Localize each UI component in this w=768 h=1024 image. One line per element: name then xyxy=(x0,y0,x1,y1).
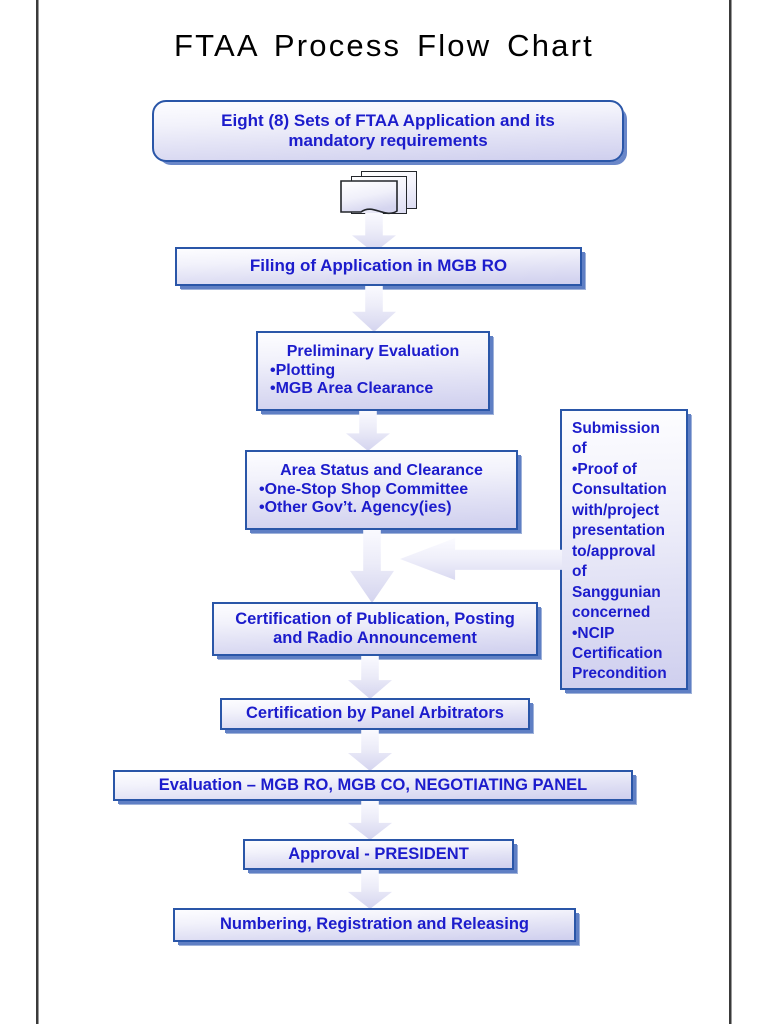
page-rule-right xyxy=(729,0,732,1024)
node-filing: Filing of Application in MGB RO xyxy=(175,247,582,286)
node-application-line2: mandatory requirements xyxy=(288,131,488,150)
submission-line: Consultation xyxy=(572,481,667,499)
arrow-down-icon-5 xyxy=(348,653,395,699)
node-numbering-line1: Numbering, Registration and Releasing xyxy=(220,915,529,934)
node-certification-panel-line1: Certification by Panel Arbitrators xyxy=(246,704,504,723)
node-area-status-clearance: Area Status and Clearance •One-Stop Shop… xyxy=(245,450,518,530)
submission-line: •NCIP xyxy=(572,624,615,642)
document-stack-icon xyxy=(339,171,417,219)
arrow-down-icon-3 xyxy=(346,408,393,451)
arrow-down-icon-7 xyxy=(348,798,395,840)
submission-line: •Proof of xyxy=(572,460,637,478)
arrow-down-icon-2 xyxy=(352,283,399,332)
node-application-line1: Eight (8) Sets of FTAA Application and i… xyxy=(221,110,555,130)
page-title: FTAA Process Flow Chart xyxy=(174,28,594,63)
submission-line: of xyxy=(572,440,587,458)
node-certification-publication: Certification of Publication, Posting an… xyxy=(212,602,538,656)
arrow-left-icon xyxy=(400,535,565,580)
node-preliminary-bullet-1: •Plotting xyxy=(270,361,336,379)
submission-line: concerned xyxy=(572,604,651,622)
node-preliminary-heading: Preliminary Evaluation xyxy=(286,342,460,360)
submission-line: Certification xyxy=(572,644,663,662)
node-evaluation-line1: Evaluation – MGB RO, MGB CO, NEGOTIATING… xyxy=(158,775,588,794)
node-certification-panel-arbitrators: Certification by Panel Arbitrators xyxy=(220,698,530,730)
node-filing-line1: Filing of Application in MGB RO xyxy=(249,256,508,276)
submission-line: Precondition xyxy=(572,665,667,683)
node-area-bullet-2: •Other Gov’t. Agency(ies) xyxy=(259,499,452,517)
submission-line: presentation xyxy=(572,522,666,540)
node-area-bullet-1: •One-Stop Shop Committee xyxy=(259,480,469,498)
node-submission-requirements: Submission of •Proof of Consultation wit… xyxy=(560,409,688,690)
node-preliminary-evaluation: Preliminary Evaluation •Plotting •MGB Ar… xyxy=(256,331,490,411)
node-preliminary-bullet-2: •MGB Area Clearance xyxy=(270,380,434,398)
node-application: Eight (8) Sets of FTAA Application and i… xyxy=(152,100,624,162)
node-certification-publication-line1: Certification of Publication, Posting xyxy=(235,609,515,628)
arrow-down-icon-6 xyxy=(348,727,395,771)
page-rule-left xyxy=(36,0,39,1024)
node-evaluation: Evaluation – MGB RO, MGB CO, NEGOTIATING… xyxy=(113,770,633,801)
submission-line: to/approval xyxy=(572,542,656,560)
node-approval-line1: Approval - PRESIDENT xyxy=(288,844,469,863)
submission-line: Sanggunian xyxy=(572,583,661,601)
node-area-heading: Area Status and Clearance xyxy=(280,461,483,479)
arrow-down-icon-8 xyxy=(348,867,395,909)
submission-line: with/project xyxy=(572,501,659,519)
arrow-down-icon-1 xyxy=(352,210,399,253)
submission-line: Submission xyxy=(572,420,660,437)
node-approval-president: Approval - PRESIDENT xyxy=(243,839,514,870)
submission-line: of xyxy=(572,563,587,581)
document-sheet-front xyxy=(340,180,398,215)
node-certification-publication-line2: and Radio Announcement xyxy=(273,629,477,647)
arrow-down-icon-4 xyxy=(350,527,397,603)
node-numbering-registration-releasing: Numbering, Registration and Releasing xyxy=(173,908,576,942)
